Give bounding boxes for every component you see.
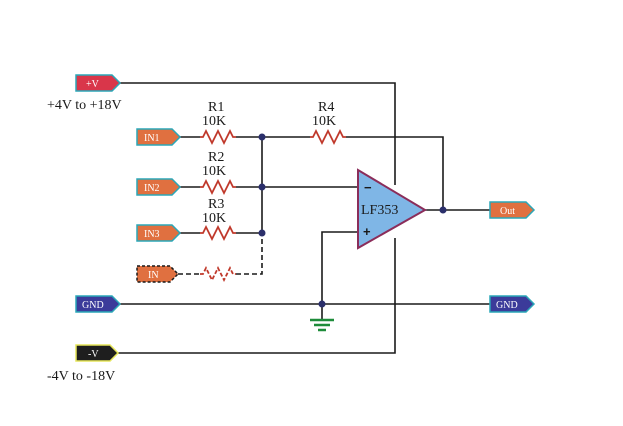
- ground-symbol: [310, 318, 334, 332]
- wire-noninv-gnd: [321, 231, 358, 320]
- port-out: Out: [489, 201, 536, 219]
- port-gnd-right: GND: [489, 295, 536, 313]
- port-in2: IN2: [136, 178, 182, 196]
- r2-value: 10K: [202, 164, 226, 179]
- port-in2-label: IN2: [144, 183, 160, 194]
- port-in1-label: IN1: [144, 133, 160, 144]
- node-gnd: [318, 300, 326, 308]
- opamp: − + LF353: [357, 168, 427, 250]
- wire-fb-b: [346, 136, 444, 210]
- port-inx-label: IN: [148, 270, 159, 281]
- node-summing-mid: [258, 183, 266, 191]
- port-out-label: Out: [500, 206, 515, 217]
- r4-value: 10K: [312, 114, 336, 129]
- r2-name: R2: [208, 150, 224, 165]
- resistor-r3: [200, 224, 236, 242]
- port-vminus: -V: [75, 344, 120, 362]
- node-summing-bottom: [258, 229, 266, 237]
- vplus-range-label: +4V to +18V: [47, 98, 122, 113]
- port-vminus-label: -V: [88, 349, 99, 360]
- resistor-rx: [200, 265, 236, 283]
- resistor-r1: [200, 128, 236, 146]
- node-output: [439, 206, 447, 214]
- port-vplus: +V: [75, 74, 122, 92]
- port-vplus-label: +V: [86, 79, 100, 90]
- port-gnd-right-label: GND: [496, 300, 518, 311]
- opamp-part-label: LF353: [361, 203, 398, 218]
- port-inx: IN: [136, 265, 180, 283]
- r4-name: R4: [318, 100, 334, 115]
- port-in3: IN3: [136, 224, 182, 242]
- port-gnd-left-label: GND: [82, 300, 104, 311]
- resistor-r4: [310, 128, 346, 146]
- wire-inx-b: [236, 233, 263, 275]
- port-in3-label: IN3: [144, 229, 160, 240]
- wire-vplus-rail: [120, 82, 396, 185]
- node-summing-top: [258, 133, 266, 141]
- port-gnd-left: GND: [75, 295, 122, 313]
- wire-vminus-rail: [118, 238, 396, 354]
- r3-value: 10K: [202, 211, 226, 226]
- r3-name: R3: [208, 197, 224, 212]
- opamp-inverting-sign: −: [364, 180, 372, 195]
- resistor-r2: [200, 178, 236, 196]
- vminus-range-label: -4V to -18V: [47, 369, 115, 384]
- opamp-noninverting-sign: +: [363, 224, 371, 239]
- opamp-body: [357, 168, 427, 250]
- r1-value: 10K: [202, 114, 226, 129]
- r1-name: R1: [208, 100, 224, 115]
- port-in1: IN1: [136, 128, 182, 146]
